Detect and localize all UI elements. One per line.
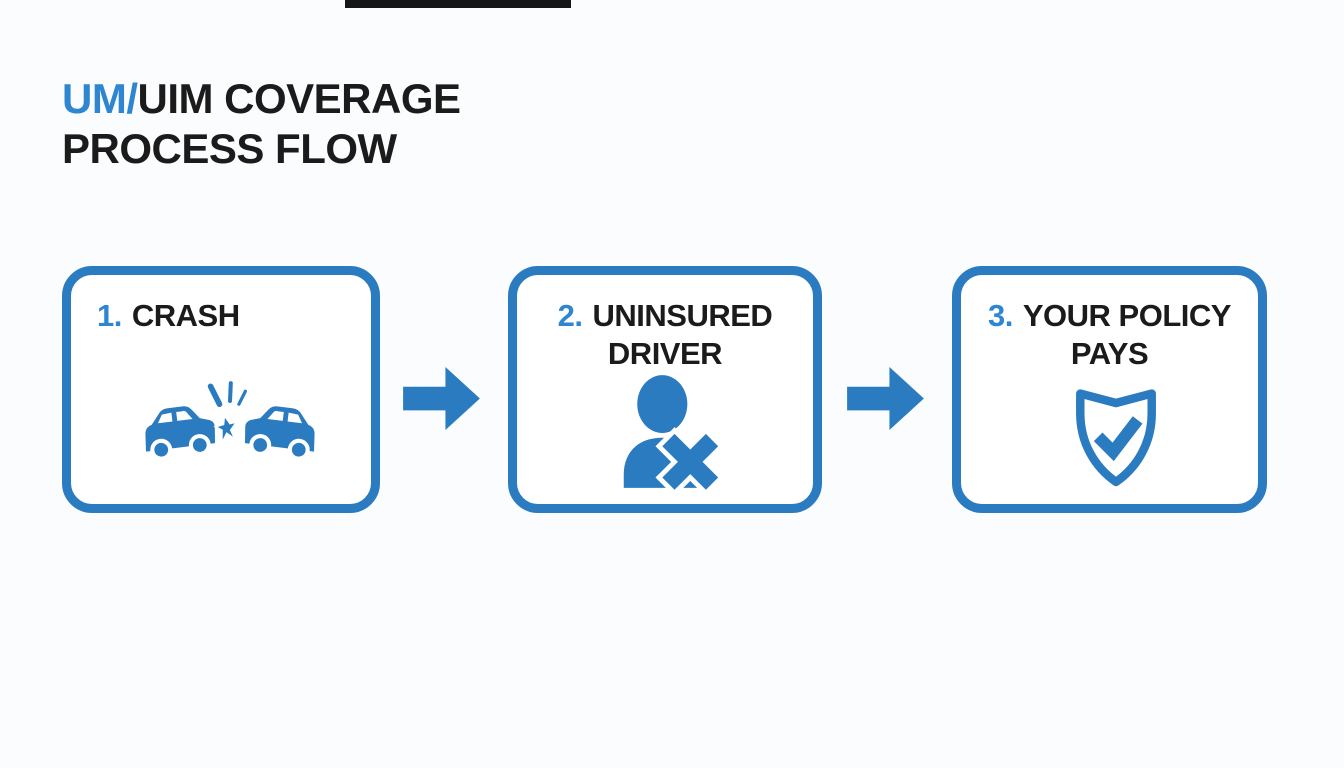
page-title-line1: UM/UIM COVERAGE [62,74,461,124]
step-number: 2. [557,298,583,333]
step-label-line2: DRIVER [607,336,723,371]
uninsured-driver-icon [617,373,725,497]
step-label: UNINSURED [592,298,773,333]
page-title: UM/UIM COVERAGE PROCESS FLOW [62,74,461,174]
page-title-line1-rest: UIM COVERAGE [137,75,462,122]
right-arrow-icon [846,367,925,430]
page-title-line2: PROCESS FLOW [62,125,397,172]
step-number: 1. [97,298,122,333]
shield-check-icon [1069,376,1163,492]
step-label-line2: PAYS [1070,336,1149,371]
step-label: CRASH [131,298,240,333]
step-heading: 1. CRASH [97,297,240,335]
step-heading: 3. YOUR POLICY [961,297,1258,335]
page-title-highlight: UM/ [62,75,138,122]
step-box-uninsured-driver: 2. UNINSURED DRIVER [508,266,822,513]
top-edge-bar [345,0,571,8]
step-heading: 2. UNINSURED [517,297,813,335]
car-crash-icon [141,381,319,463]
step-label: YOUR POLICY [1022,298,1232,333]
step-box-crash: 1. CRASH [62,266,380,513]
right-arrow-icon [402,367,481,430]
step-number: 3. [988,298,1013,333]
step-box-your-policy-pays: 3. YOUR POLICY PAYS [952,266,1267,513]
